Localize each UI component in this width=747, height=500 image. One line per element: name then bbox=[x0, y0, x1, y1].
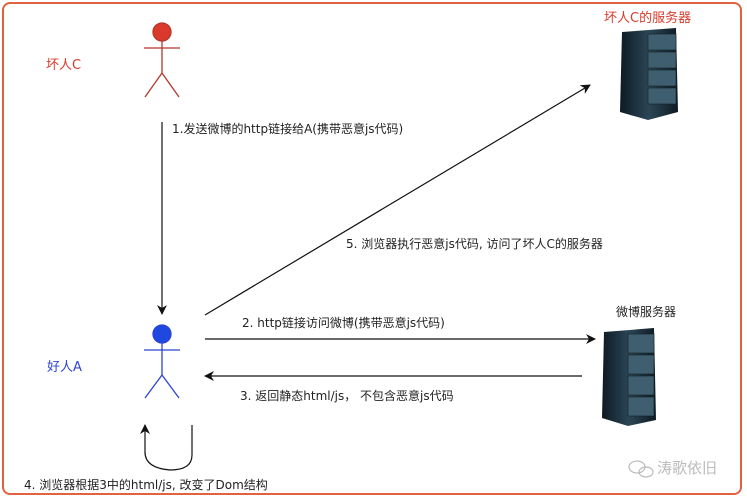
good-actor-a-figure bbox=[144, 324, 180, 399]
step-4-label: 4. 浏览器根据3中的html/js, 改变了Dom结构 bbox=[24, 478, 268, 492]
watermark-label: 涛歌依旧 bbox=[657, 459, 718, 477]
step-2-label: 2. http链接访问微博(携带恶意js代码) bbox=[242, 316, 445, 330]
weibo-server-icon bbox=[602, 328, 656, 426]
bad-actor-c-label: 坏人C bbox=[46, 58, 82, 73]
diagram-frame bbox=[2, 2, 742, 495]
step-3-label: 3. 返回静态html/js， 不包含恶意js代码 bbox=[240, 389, 454, 403]
wechat-icon bbox=[628, 460, 654, 478]
good-actor-a-label: 好人A bbox=[47, 360, 82, 375]
attacker-server-icon bbox=[620, 28, 678, 120]
arrow-step-5 bbox=[204, 84, 591, 316]
step-1-label: 1.发送微博的http链接给A(携带恶意js代码) bbox=[172, 122, 404, 136]
bad-actor-c-figure bbox=[144, 22, 180, 98]
attacker-server-label: 坏人C的服务器 bbox=[604, 11, 692, 26]
step-5-label: 5. 浏览器执行恶意js代码, 访问了坏人C的服务器 bbox=[346, 237, 603, 251]
arrow-step-4-loop bbox=[140, 424, 193, 471]
weibo-server-label: 微博服务器 bbox=[616, 305, 677, 319]
